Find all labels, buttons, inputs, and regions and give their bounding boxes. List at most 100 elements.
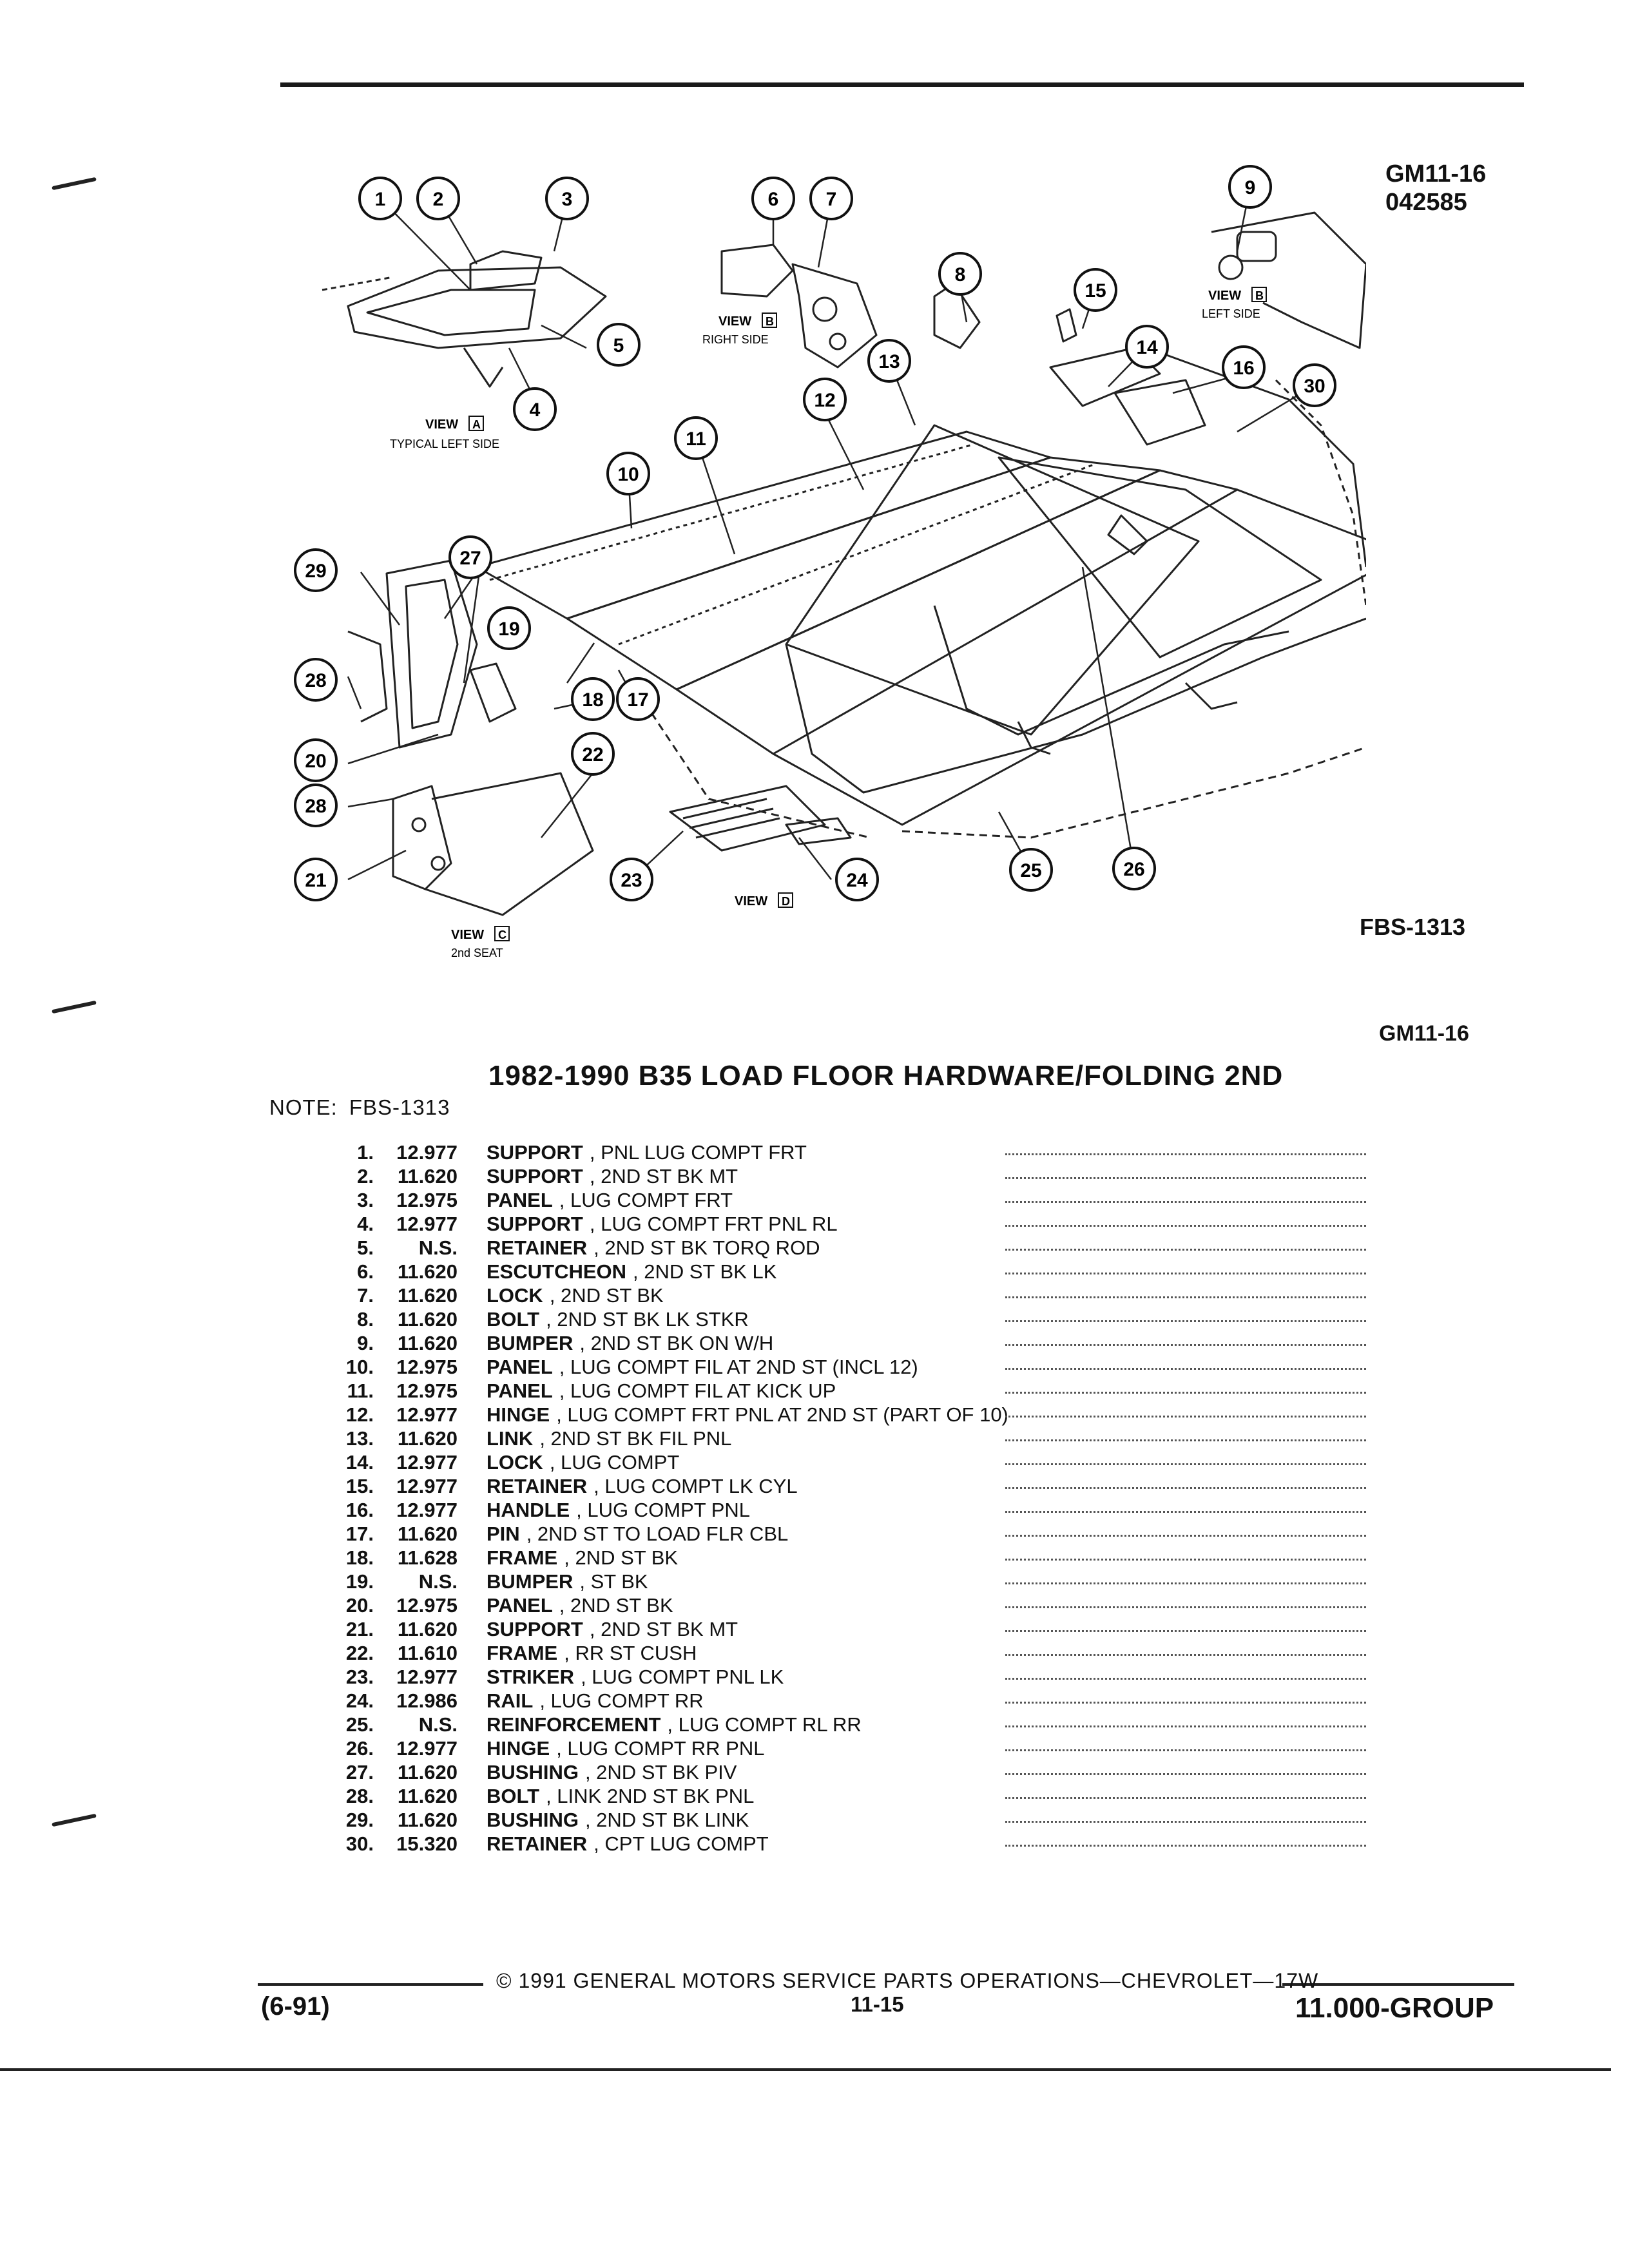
part-detail: , 2ND ST BK TORQ ROD xyxy=(593,1236,820,1259)
part-detail: , 2ND ST BK MT xyxy=(589,1618,738,1640)
svg-text:B: B xyxy=(1255,289,1264,302)
item-number: 29. xyxy=(345,1809,374,1831)
part-name: ESCUTCHEON xyxy=(487,1260,627,1283)
part-name: FRAME xyxy=(487,1546,558,1569)
part-description: HANDLE, LUG COMPT PNL xyxy=(487,1498,750,1522)
part-name: HINGE xyxy=(487,1403,550,1426)
part-detail: , 2ND ST BK xyxy=(559,1594,673,1617)
part-name: BUMPER xyxy=(487,1332,574,1354)
svg-text:7: 7 xyxy=(826,189,837,210)
view-b-latch xyxy=(720,244,878,369)
group-number: 11.620 xyxy=(397,1284,458,1307)
svg-text:B: B xyxy=(766,315,774,328)
svg-text:16: 16 xyxy=(1233,358,1254,379)
group-number: 11.620 xyxy=(397,1761,458,1783)
leader-dots xyxy=(1005,1463,1366,1465)
callout-14: 14 xyxy=(1125,325,1169,369)
svg-text:24: 24 xyxy=(846,870,868,891)
list-item: 18. 11.628 FRAME, 2ND ST BK xyxy=(309,1546,1379,1570)
lock-and-handle xyxy=(933,282,1206,446)
svg-text:VIEW: VIEW xyxy=(718,314,751,329)
part-name: RETAINER xyxy=(487,1832,588,1855)
part-detail: , LUG COMPT PNL xyxy=(576,1499,751,1521)
leader-dots xyxy=(1005,1821,1366,1823)
callout-25: 25 xyxy=(1009,848,1053,892)
part-name: HINGE xyxy=(487,1737,550,1760)
item-number: 9. xyxy=(357,1332,374,1354)
callout-group: 1 2 3 4 5 6 7 8 9 10 11 12 13 14 15 16 1… xyxy=(294,165,1336,901)
svg-text:30: 30 xyxy=(1304,376,1325,397)
figure-reference: FBS-1313 xyxy=(1360,914,1466,940)
group-number: 11.620 xyxy=(397,1165,458,1187)
callout-20: 20 xyxy=(294,738,338,782)
revision-date: (6-91) xyxy=(261,1992,330,2021)
part-detail: , LUG COMPT xyxy=(549,1451,680,1474)
part-detail: , 2ND ST BK xyxy=(549,1284,664,1307)
group-number: 12.975 xyxy=(396,1594,458,1617)
svg-text:28: 28 xyxy=(305,670,326,691)
group-number: 11.628 xyxy=(397,1546,458,1569)
item-number: 12. xyxy=(345,1403,374,1426)
part-detail: , PNL LUG COMPT FRT xyxy=(589,1141,807,1164)
group-number: N.S. xyxy=(418,1236,458,1259)
callout-2: 2 xyxy=(416,177,460,220)
part-name: PANEL xyxy=(487,1594,553,1617)
part-description: BUSHING, 2ND ST BK LINK xyxy=(487,1808,749,1832)
part-name: SUPPORT xyxy=(487,1165,583,1187)
callout-23: 23 xyxy=(610,858,653,901)
view-labels: VIEW A TYPICAL LEFT SIDE VIEW B RIGHT SI… xyxy=(390,287,1267,959)
leader-dots xyxy=(1005,1416,1366,1418)
callout-22: 22 xyxy=(571,732,615,776)
item-number: 26. xyxy=(345,1737,374,1760)
callout-10: 10 xyxy=(606,452,650,495)
leader-dots xyxy=(1005,1725,1366,1727)
group-number: 12.977 xyxy=(396,1403,458,1426)
svg-text:C: C xyxy=(498,928,506,941)
svg-text:A: A xyxy=(472,418,481,431)
callout-30: 30 xyxy=(1293,363,1336,407)
leader-dots xyxy=(1005,1177,1366,1179)
leader-dots xyxy=(1005,1749,1366,1751)
leader-dots xyxy=(1005,1153,1366,1155)
callout-28b: 28 xyxy=(294,783,338,827)
leader-dots xyxy=(1005,1273,1366,1274)
item-number: 4. xyxy=(357,1213,374,1235)
part-description: LOCK, LUG COMPT xyxy=(487,1450,679,1474)
part-detail: , 2ND ST BK LK xyxy=(633,1260,777,1283)
part-name: LOCK xyxy=(487,1284,543,1307)
item-number: 22. xyxy=(345,1642,374,1664)
item-number: 18. xyxy=(345,1546,374,1569)
header-codes: GM11-16 042585 xyxy=(1385,160,1486,216)
part-description: PIN, 2ND ST TO LOAD FLR CBL xyxy=(487,1522,788,1546)
leader-dots xyxy=(1005,1201,1366,1203)
part-description: FRAME, 2ND ST BK xyxy=(487,1546,678,1570)
part-description: LINK, 2ND ST BK FIL PNL xyxy=(487,1427,731,1450)
part-description: PANEL , 2ND ST BK xyxy=(487,1593,673,1617)
view-d-striker xyxy=(669,785,852,852)
footer-rule-right xyxy=(1282,1983,1514,1986)
svg-text:25: 25 xyxy=(1020,860,1041,881)
part-description: ESCUTCHEON , 2ND ST BK LK xyxy=(487,1260,776,1283)
callout-17: 17 xyxy=(616,677,660,721)
svg-text:21: 21 xyxy=(305,870,326,891)
svg-text:9: 9 xyxy=(1245,177,1256,198)
svg-text:LEFT SIDE: LEFT SIDE xyxy=(1202,307,1260,320)
svg-text:28: 28 xyxy=(305,796,326,817)
leader-dots xyxy=(1005,1225,1366,1227)
group-number: 12.977 xyxy=(396,1451,458,1474)
svg-text:11: 11 xyxy=(686,428,706,450)
seat-back-panel xyxy=(347,559,517,749)
leader-dots xyxy=(1005,1487,1366,1489)
svg-text:3: 3 xyxy=(562,189,573,210)
group-number: 11.620 xyxy=(397,1618,458,1640)
leader-dots xyxy=(1005,1630,1366,1632)
group-number: 12.977 xyxy=(396,1475,458,1497)
